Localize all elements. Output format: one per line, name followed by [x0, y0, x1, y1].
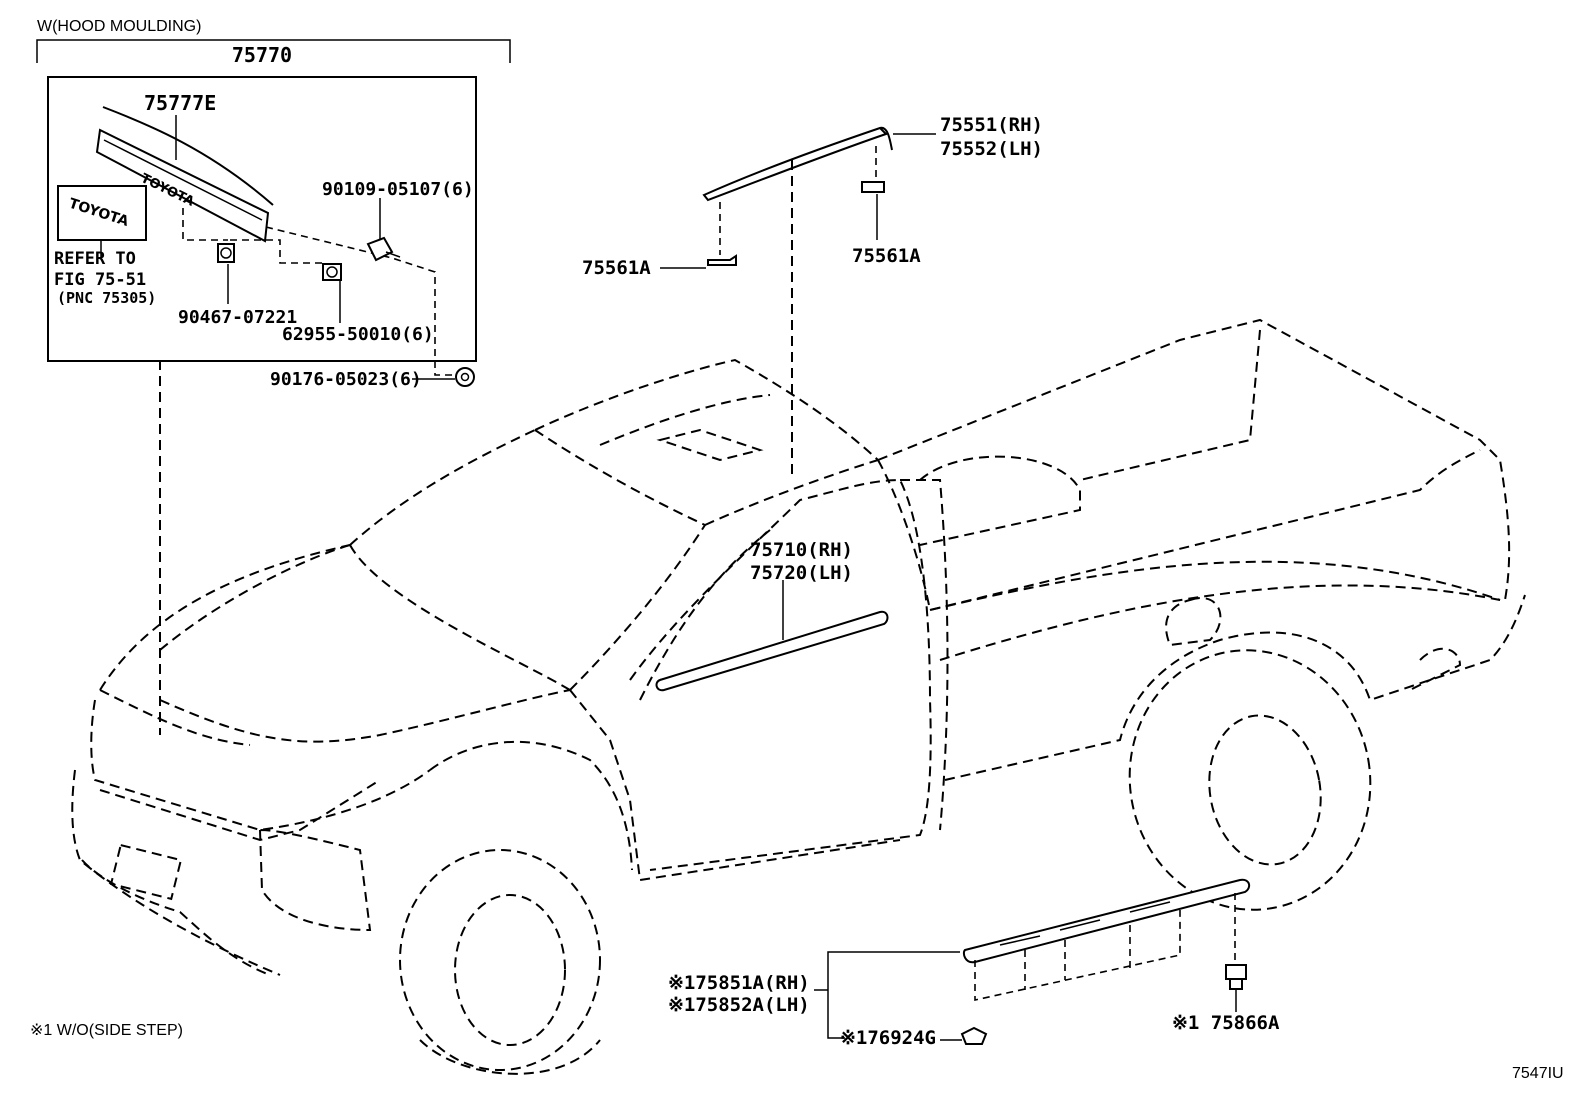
roof-clip-right-label: 75561A [852, 245, 921, 267]
roof-drip-lh-label: 75552(LH) [940, 138, 1043, 160]
roof-drip-rh-label: 75551(RH) [940, 114, 1043, 136]
belt-moulding [655, 610, 889, 692]
roof-clip-right-icon [861, 181, 885, 193]
rocker-lh-label: ※175852A(LH) [668, 994, 810, 1016]
rocker-clip-label: ※176924G [840, 1027, 936, 1049]
clip-a-label: 90467-07221 [178, 307, 297, 328]
clip-b-icon [322, 263, 342, 281]
roof-clip-left-label: 75561A [582, 257, 651, 279]
belt-moulding-lh-label: 75720(LH) [750, 562, 853, 584]
header-bracket: W(HOOD MOULDING) 75770 [36, 18, 511, 67]
assembly-number-label: 75770 [232, 43, 292, 67]
refer-line-1: REFER TO [54, 249, 136, 269]
rocker-clip-icon [960, 1026, 988, 1045]
diagram-id: 7547IU [1512, 1065, 1564, 1082]
footnote: ※1 W/O(SIDE STEP) [30, 1022, 183, 1039]
clip-b-label: 62955-50010(6) [282, 324, 434, 345]
rocker-nut-icon [1225, 964, 1247, 990]
refer-line-2: FIG 75-51 [54, 270, 146, 290]
rocker-nut-label: ※1 75866A [1172, 1012, 1280, 1034]
hood-moulding-inset: TOYOTA 75777E TOYOTA REFER TO FIG 75-51 … [47, 76, 477, 376]
clip-a-icon [217, 243, 235, 263]
emblem-logo: TOYOTA [67, 196, 131, 230]
rocker-rh-label: ※175851A(RH) [668, 972, 810, 994]
bolt-label: 90109-05107(6) [322, 179, 474, 200]
nut-icon [455, 367, 475, 387]
hood-moulding-label: 75777E [144, 91, 216, 115]
belt-moulding-rh-label: 75710(RH) [750, 539, 853, 561]
roof-clip-left-icon [707, 254, 737, 266]
variant-label: W(HOOD MOULDING) [37, 18, 201, 35]
refer-line-3: (PNC 75305) [57, 289, 156, 307]
emblem-box: TOYOTA [57, 185, 147, 257]
roof-drip-moulding [702, 126, 893, 202]
nut-label: 90176-05023(6) [270, 369, 422, 390]
rocker-moulding [962, 878, 1251, 964]
bolt-icon [366, 236, 401, 262]
pickup-truck-outline [71, 318, 1526, 1075]
